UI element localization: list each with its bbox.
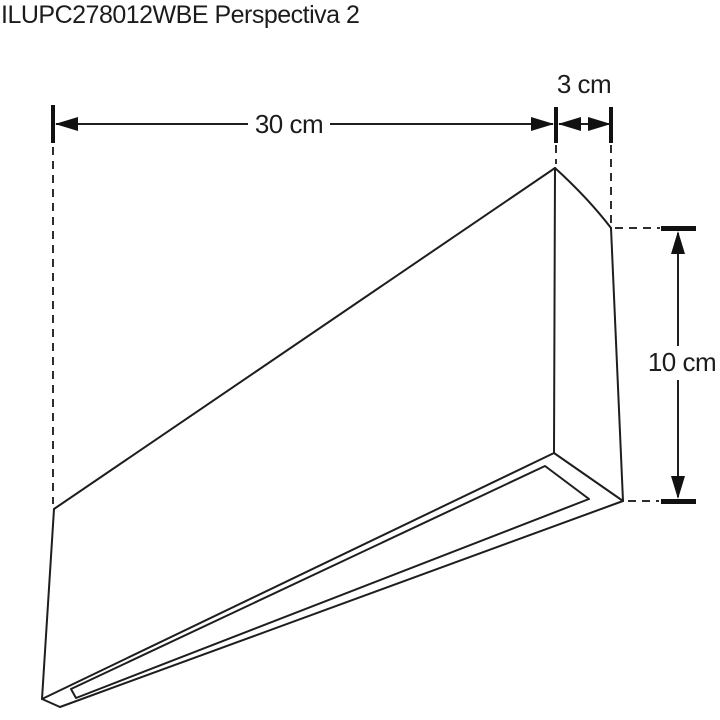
extension-lines: [52, 145, 660, 504]
arrowhead-right: [531, 117, 554, 131]
fixture-front-bottom-edge: [41, 452, 555, 700]
arrowhead-left: [55, 117, 78, 131]
fixture-left-endcap-edge: [41, 698, 61, 708]
dimension-height-10cm: 10 cm: [648, 226, 717, 504]
fixture-left-edge: [41, 508, 55, 700]
fixture-bottom-outer-edge: [59, 500, 624, 708]
arrowhead-down: [671, 476, 685, 499]
dimension-label-length: 30 cm: [255, 109, 323, 139]
drawing-title: ILUPC278012WBE Perspectiva 2: [1, 1, 360, 29]
arrowhead-up: [671, 231, 685, 254]
dimension-tick: [661, 499, 696, 504]
arrowhead-right: [588, 117, 611, 131]
dimension-label-height: 10 cm: [648, 347, 716, 377]
fixture-top-right-edge: [554, 167, 612, 229]
dimension-tick: [609, 107, 613, 143]
arrowhead-left: [558, 117, 581, 131]
dimension-tick: [51, 105, 55, 143]
dimension-depth-3cm: 3 cm: [557, 69, 613, 143]
fixture-top-edge: [53, 167, 556, 510]
fixture-body: [41, 167, 624, 708]
dimension-label-depth: 3 cm: [557, 69, 611, 99]
fixture-front-right-edge: [553, 167, 556, 454]
fixture-right-edge: [610, 227, 624, 502]
dimension-tick: [661, 226, 696, 231]
dimension-length-30cm: 30 cm: [51, 105, 558, 143]
fixture-bottom-right-edge: [553, 452, 624, 502]
diffuser-panel: [70, 465, 590, 699]
dimension-tick: [554, 107, 558, 143]
